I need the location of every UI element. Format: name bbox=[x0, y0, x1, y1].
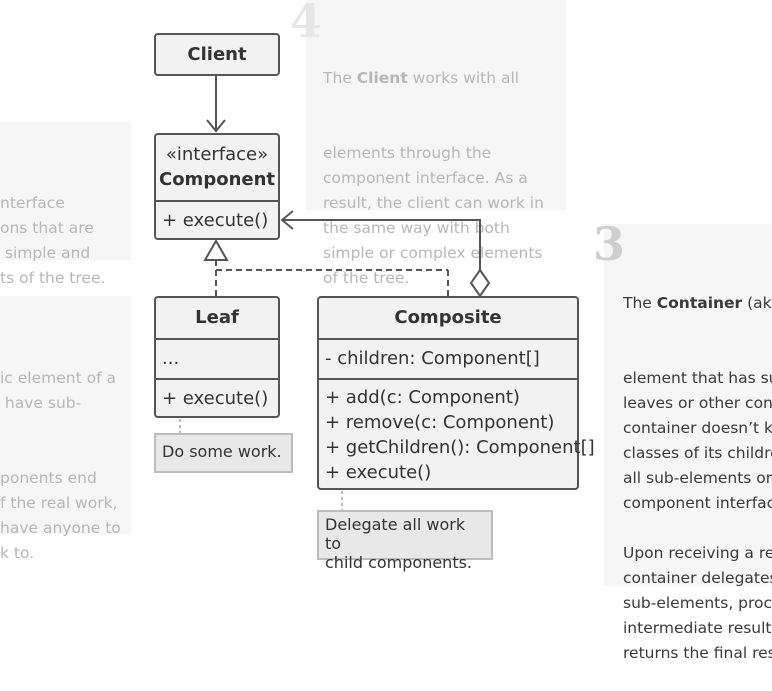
leaf-methods: + execute() bbox=[156, 378, 278, 418]
component-name: Component bbox=[158, 169, 276, 190]
left-lower-panel bbox=[0, 296, 131, 534]
client-description-panel bbox=[306, 0, 566, 210]
aggregation-diamond bbox=[469, 268, 491, 298]
component-methods: + execute() bbox=[156, 200, 278, 240]
leaf-fields: ... bbox=[156, 338, 278, 378]
component-header: «interface» Component bbox=[156, 135, 278, 200]
leaf-note: Do some work. bbox=[154, 433, 293, 473]
leaf-method: + execute() bbox=[162, 388, 269, 409]
composite-note-line: child components. bbox=[325, 553, 473, 572]
aggregation-line bbox=[282, 219, 481, 270]
composite-fields: - children: Component[] bbox=[319, 338, 577, 378]
composite-method: + getChildren(): Component[] bbox=[325, 437, 595, 458]
composite-method: + execute() bbox=[325, 462, 432, 483]
composite-header: Composite bbox=[319, 298, 577, 338]
component-stereotype: «interface» bbox=[165, 144, 269, 165]
client-arrowhead bbox=[206, 119, 226, 133]
left-upper-panel bbox=[0, 122, 131, 260]
composite-method: + add(c: Component) bbox=[325, 387, 520, 408]
step-number-4: 4 bbox=[290, 0, 323, 48]
component-method: + execute() bbox=[162, 210, 269, 231]
component-interface: «interface» Component + execute() bbox=[154, 133, 280, 240]
aggregation-arrowhead bbox=[280, 210, 294, 230]
leaf-note-text: Do some work. bbox=[162, 442, 282, 461]
composite-method: + remove(c: Component) bbox=[325, 412, 555, 433]
composite-note: Delegate all work to child components. bbox=[317, 510, 493, 572]
leaf-field: ... bbox=[162, 348, 180, 369]
composite-field: - children: Component[] bbox=[325, 348, 540, 369]
step-number-3: 3 bbox=[593, 217, 626, 271]
leaf-name: Leaf bbox=[195, 307, 239, 328]
leaf-class: Leaf ... + execute() bbox=[154, 296, 280, 418]
composite-methods: + add(c: Component) + remove(c: Componen… bbox=[319, 378, 595, 490]
composite-note-line: Delegate all work to bbox=[325, 515, 466, 553]
diagram-connectors bbox=[179, 75, 491, 510]
composite-class: Composite - children: Component[] + add(… bbox=[317, 296, 595, 490]
client-description-text: The Client works with all elements throu… bbox=[323, 69, 544, 287]
client-class-name: Client bbox=[187, 44, 247, 65]
client-class: Client bbox=[154, 33, 280, 76]
composite-name: Composite bbox=[394, 307, 502, 328]
container-description-panel bbox=[604, 224, 772, 586]
leaf-header: Leaf bbox=[156, 298, 278, 338]
realization-triangle bbox=[203, 239, 229, 261]
